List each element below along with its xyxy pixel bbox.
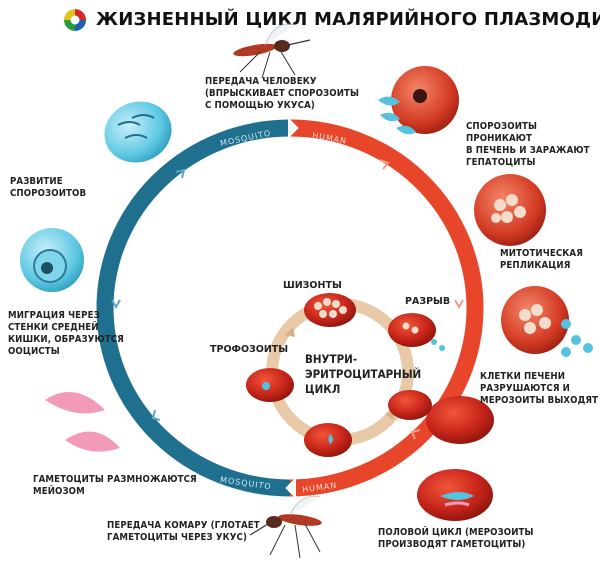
red-blood-cell-icon bbox=[388, 313, 445, 351]
logo-icon bbox=[64, 9, 86, 31]
red-blood-cell-icon bbox=[304, 423, 352, 457]
inner-label-rupture: РАЗРЫВ bbox=[405, 296, 450, 307]
label-mitotic-replication: МИТОТИЧЕСКАЯ РЕПЛИКАЦИЯ bbox=[500, 248, 583, 271]
label-transmission-human: ПЕРЕДАЧА ЧЕЛОВЕКУ (ВПРЫСКИВАЕТ СПОРОЗОИТ… bbox=[205, 76, 360, 111]
liver-cell-icon bbox=[501, 286, 593, 357]
label-meiosis: ГАМЕТОЦИТЫ РАЗМНОЖАЮТСЯ МЕЙОЗОМ bbox=[33, 474, 197, 497]
liver-cell-icon bbox=[391, 66, 459, 134]
mosquito-icon bbox=[249, 495, 322, 559]
liver-cell-icon bbox=[474, 174, 546, 246]
label-migration: МИГРАЦИЯ ЧЕРЕЗ СТЕНКИ СРЕДНЕЙ КИШКИ, ОБР… bbox=[8, 310, 124, 357]
inner-label-trophozoites: ТРОФОЗОИТЫ bbox=[210, 344, 288, 355]
inner-label-schizonts: ШИЗОНТЫ bbox=[283, 280, 342, 291]
mosquito-icon bbox=[233, 23, 311, 79]
center-label: ВНУТРИ- ЭРИТРОЦИТАРНЫЙ ЦИКЛ bbox=[305, 352, 422, 396]
red-blood-cell-icon bbox=[246, 368, 294, 402]
label-liver-infection: СПОРОЗОИТЫ ПРОНИКАЮТ В ПЕЧЕНЬ И ЗАРАЖАЮТ… bbox=[466, 121, 590, 168]
label-transmission-mosquito: ПЕРЕДАЧА КОМАРУ (ГЛОТАЕТ ГАМЕТОЦИТЫ ЧЕРЕ… bbox=[107, 520, 260, 543]
label-liver-rupture: КЛЕТКИ ПЕЧЕНИ РАЗРУШАЮТСЯ И МЕРОЗОИТЫ ВЫ… bbox=[480, 371, 599, 406]
red-blood-cell-icon bbox=[388, 390, 494, 444]
label-sexual-cycle: ПОЛОВОЙ ЦИКЛ (МЕРОЗОИТЫ ПРОИЗВОДЯТ ГАМЕТ… bbox=[378, 527, 534, 550]
page-title: ЖИЗНЕННЫЙ ЦИКЛ МАЛЯРИЙНОГО ПЛАЗМОДИЯ bbox=[96, 9, 600, 30]
oocyst-icon bbox=[104, 101, 172, 163]
label-sporozoite-development: РАЗВИТИЕ СПОРОЗОИТОВ bbox=[10, 176, 87, 199]
gametocyte-icon bbox=[417, 469, 493, 521]
gametocyte-icon bbox=[45, 392, 120, 452]
outer-cycle-ring bbox=[96, 117, 484, 499]
red-blood-cell-icon bbox=[304, 293, 356, 327]
sporozoite-icon bbox=[378, 96, 416, 135]
oocyst-icon bbox=[20, 228, 84, 292]
